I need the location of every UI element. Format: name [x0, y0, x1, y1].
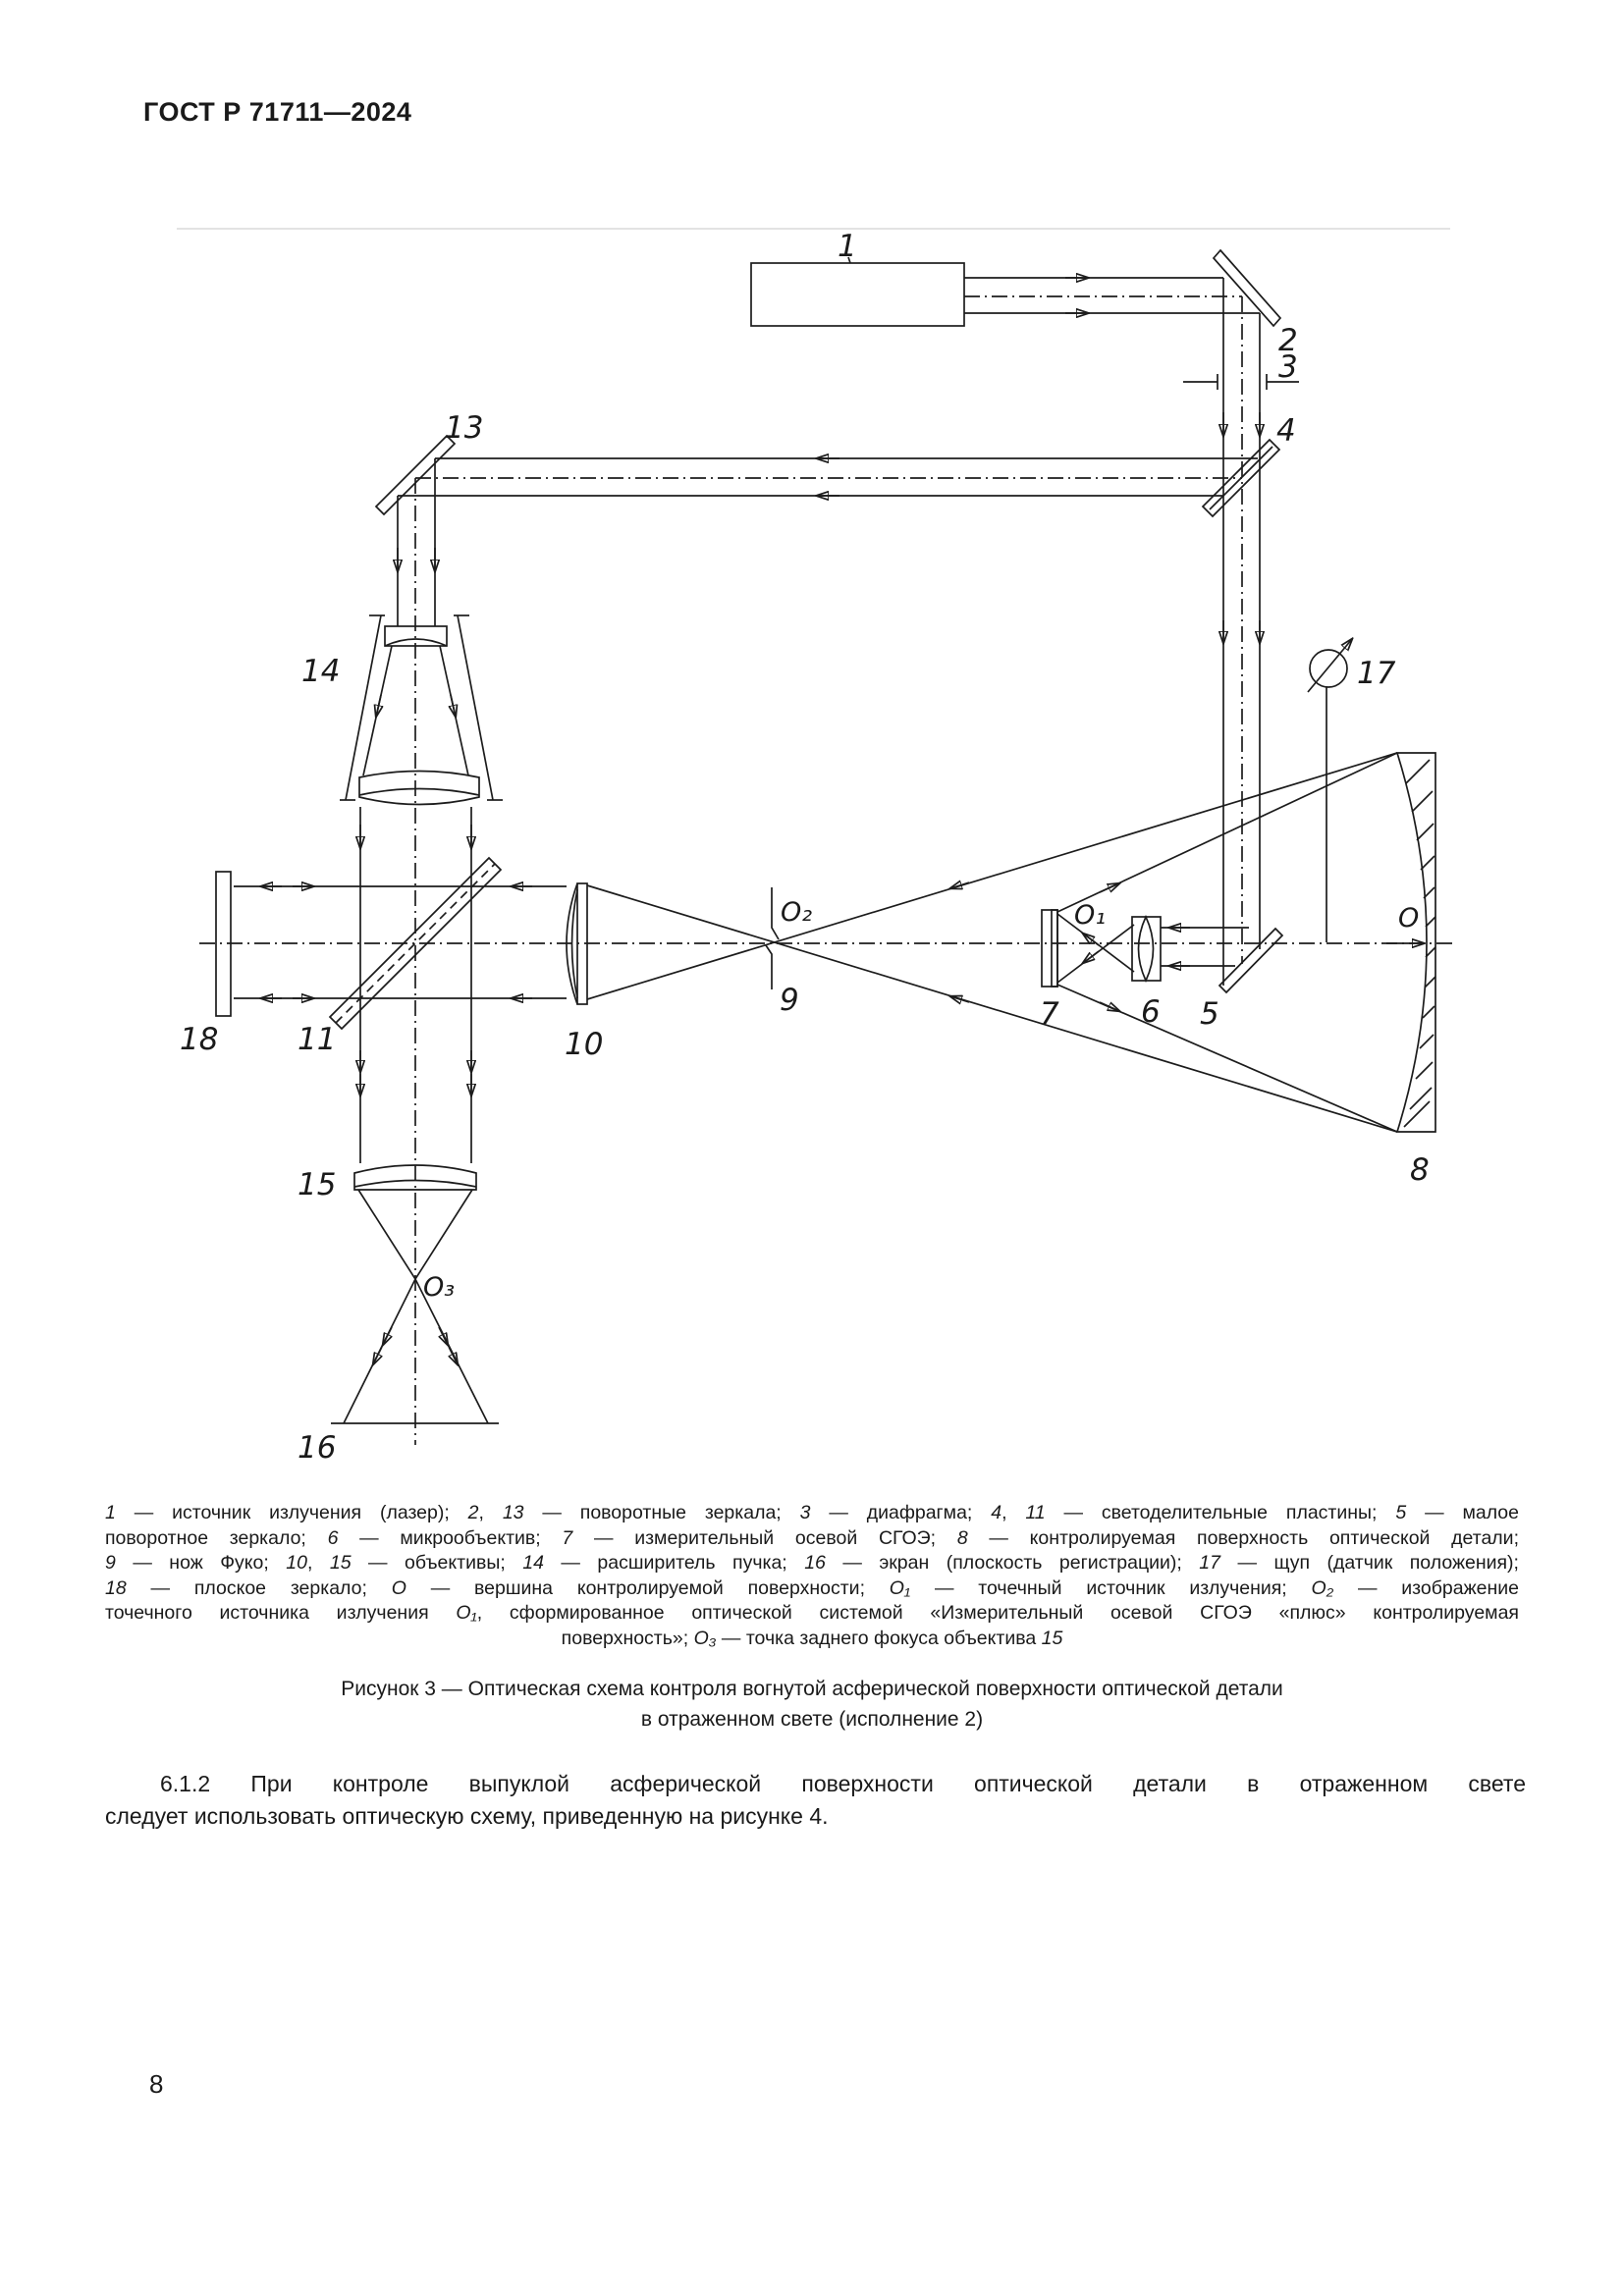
label-16: 16 [298, 1430, 336, 1466]
label-2: 2 [1278, 323, 1298, 358]
label-18: 18 [180, 1022, 218, 1057]
paragraph-line1: 6.1.2 При контроле выпуклой асферической… [160, 1771, 1526, 1796]
foucault-knife-9 [765, 887, 780, 989]
ray-direction-arrows [261, 278, 1260, 1364]
label-8: 8 [1410, 1152, 1430, 1188]
diagram-labels: 1 2 3 4 5 6 7 8 9 10 11 13 14 15 16 17 1… [180, 229, 1430, 1466]
label-17: 17 [1357, 656, 1396, 691]
test-surface-8 [1395, 752, 1436, 1133]
laser-source-1 [750, 256, 965, 327]
legend-line: 9 — нож Фуко; 10, 15 — объективы; 14 — р… [105, 1552, 1519, 1575]
optical-axis [199, 295, 1457, 1445]
label-1: 1 [838, 229, 857, 264]
figure-caption: Рисунок 3 — Оптическая схема контроля во… [105, 1674, 1519, 1735]
legend-line: 18 — плоское зеркало; O — вершина контро… [105, 1576, 1519, 1599]
microobjective-6 [1131, 914, 1162, 984]
diaphragm-3 [1183, 374, 1299, 390]
label-5: 5 [1200, 996, 1219, 1032]
hatching [1403, 759, 1436, 1128]
legend-line: поворотное зеркало; 6 — микрообъектив; 7… [105, 1526, 1519, 1549]
beam-rays [234, 277, 1424, 1424]
label-6: 6 [1141, 994, 1161, 1030]
small-mirror-5 [1218, 927, 1284, 994]
label-11: 11 [298, 1022, 336, 1057]
figure-legend: 1 — источник излучения (лазер); 2, 13 — … [105, 1501, 1519, 1652]
label-7: 7 [1040, 996, 1059, 1032]
paragraph-line2: следует использовать оптическую схему, п… [105, 1803, 829, 1829]
objective-15 [353, 1164, 477, 1191]
beam-expander-14 [340, 614, 503, 806]
figure-caption-line2: в отраженном свете (исполнение 2) [640, 1708, 984, 1731]
label-4: 4 [1276, 413, 1296, 449]
label-3: 3 [1278, 349, 1298, 385]
label-O1: O₁ [1074, 900, 1106, 931]
turning-mirror-13 [374, 434, 457, 516]
legend-line: поверхность»; O₃ — точка заднего фокуса … [561, 1627, 1063, 1649]
turning-mirror-2 [1212, 248, 1282, 328]
label-15: 15 [298, 1167, 336, 1202]
sgoe-7 [1041, 909, 1058, 988]
section-6-1-2-paragraph: 6.1.2 При контроле выпуклой асферической… [105, 1768, 1526, 1833]
probe-17 [1307, 639, 1352, 942]
flat-mirror-18 [215, 871, 232, 1017]
figure-caption-line1: Рисунок 3 — Оптическая схема контроля во… [341, 1678, 1283, 1700]
beamsplitter-4 [1201, 438, 1281, 518]
label-O2: O₂ [781, 897, 812, 928]
label-O3: O₃ [423, 1272, 455, 1303]
legend-line: 1 — источник излучения (лазер); 2, 13 — … [105, 1502, 1519, 1523]
objective-10 [566, 882, 588, 1005]
legend-line: точечного источника излучения O₁, сформи… [105, 1602, 1519, 1625]
label-10: 10 [565, 1027, 603, 1062]
label-9: 9 [780, 983, 799, 1018]
beamsplitter-11 [328, 856, 503, 1031]
label-O: O [1398, 903, 1419, 934]
label-13: 13 [445, 410, 483, 446]
label-14: 14 [301, 654, 340, 689]
divider [177, 228, 1450, 230]
page-number: 8 [149, 2069, 164, 2099]
page-title: ГОСТ Р 71711—2024 [143, 97, 412, 127]
